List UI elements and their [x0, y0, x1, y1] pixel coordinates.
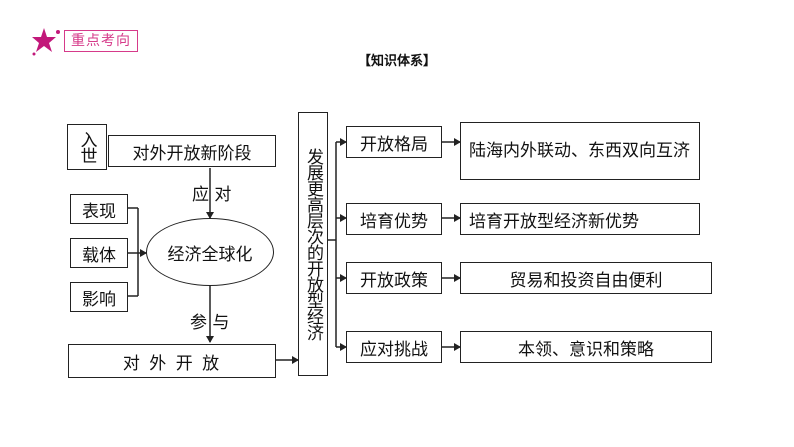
impact-box: 影响 [70, 282, 128, 312]
opening-box: 对 外 开 放 [68, 344, 276, 378]
section-badge: 重点考向 [28, 24, 158, 58]
row-label-layout: 开放格局 [346, 126, 442, 158]
star-icon [32, 28, 60, 56]
row-content-advantage: 培育开放型经济新优势 [460, 203, 700, 235]
row-label-challenge: 应对挑战 [346, 331, 442, 363]
section-heading: 【知识体系】 [357, 54, 436, 69]
row-label-policy: 开放政策 [346, 262, 442, 294]
center-column: 发展更高层次的开放型经济 [298, 112, 328, 376]
globalization-oval: 经济全球化 [146, 218, 274, 286]
manifest-box: 表现 [70, 194, 128, 224]
row-content-challenge: 本领、意识和策略 [460, 331, 712, 363]
row-label-advantage: 培育优势 [346, 203, 442, 235]
participate-label: 参 与 [190, 313, 230, 333]
carrier-box: 载体 [70, 238, 128, 268]
row-content-layout: 陆海内外联动、东西双向互济 [460, 122, 700, 180]
badge-label: 重点考向 [64, 30, 138, 52]
row-content-policy: 贸易和投资自由便利 [460, 262, 712, 294]
wto-box: 入世 [67, 124, 107, 170]
respond-label: 应 对 [192, 185, 232, 205]
new-stage-box: 对外开放新阶段 [108, 135, 276, 167]
